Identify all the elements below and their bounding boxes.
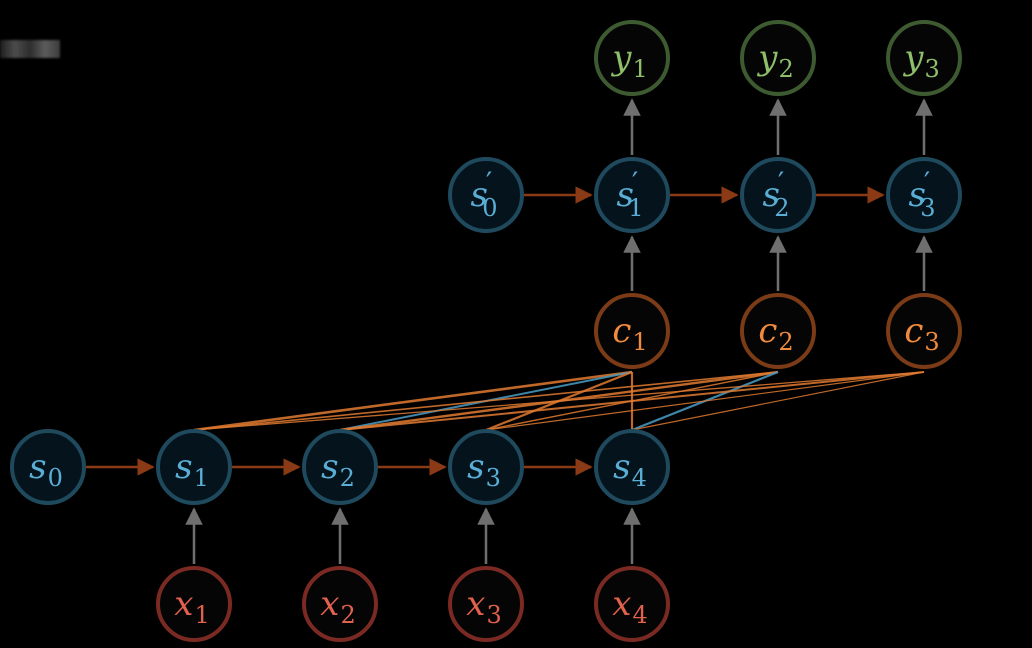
output-node: y1 [594, 20, 670, 96]
decoder-state-node-label: s′0 [470, 166, 497, 222]
arrow-layer [86, 98, 933, 564]
decoder-state-node: s′2 [740, 157, 816, 233]
encoder-state-node-circle [156, 429, 232, 505]
attention-line [631, 371, 925, 431]
decoder-state-node-circle [740, 157, 816, 233]
context-node-circle [594, 293, 670, 369]
encoder-state-node-circle [448, 429, 524, 505]
input-node-circle [302, 566, 378, 642]
decoder-state-node-label: s′3 [908, 166, 935, 222]
encoder-state-node: s1 [156, 429, 232, 505]
input-node-label: x1 [174, 584, 209, 629]
context-node-label: c3 [904, 311, 939, 356]
encoder-state-node-circle [10, 429, 86, 505]
decoder-state-node-circle [448, 157, 524, 233]
context-node: c2 [740, 293, 816, 369]
attention-line [193, 371, 779, 431]
input-node-circle [448, 566, 524, 642]
attention-line [193, 370, 633, 432]
context-node-circle [886, 293, 962, 369]
decoder-state-node: s′1 [594, 157, 670, 233]
encoder-state-node-label: s1 [175, 447, 209, 492]
context-node: c1 [594, 293, 670, 369]
decoder-state-node: s′0 [448, 157, 524, 233]
context-node: c3 [886, 293, 962, 369]
decoder-state-node-label: s′1 [616, 166, 643, 222]
input-node: x1 [156, 566, 232, 642]
output-node-label: y2 [756, 38, 794, 83]
encoder-state-node-label: s4 [613, 447, 647, 492]
encoder-state-node-label: s0 [29, 447, 63, 492]
input-node: x2 [302, 566, 378, 642]
output-node: y3 [886, 20, 962, 96]
encoder-state-node: s4 [594, 429, 670, 505]
encoder-state-node-label: s2 [321, 447, 355, 492]
attention-connections [193, 370, 925, 432]
input-node-label: x2 [320, 584, 355, 629]
context-node-label: c1 [612, 311, 647, 356]
input-node-label: x4 [612, 584, 647, 629]
input-node-circle [594, 566, 670, 642]
decoder-state-node: s′3 [886, 157, 962, 233]
input-node: x4 [594, 566, 670, 642]
decoder-state-node-circle [886, 157, 962, 233]
encoder-state-node-circle [302, 429, 378, 505]
encoder-state-node-label: s3 [467, 447, 501, 492]
encoder-state-node: s0 [10, 429, 86, 505]
encoder-state-node-circle [594, 429, 670, 505]
output-node-label: y1 [610, 38, 648, 83]
output-node-label: y3 [902, 38, 940, 83]
decoder-state-node-circle [594, 157, 670, 233]
encoder-state-node: s2 [302, 429, 378, 505]
context-node-circle [740, 293, 816, 369]
context-node-label: c2 [758, 311, 793, 356]
node-layer: x1 x2 x3 x4 s0 s1 s2 s3 s4 c1 c2 c3 s′0 s′1 s′2 s′3 y1 y2… [10, 20, 962, 642]
attention-line [193, 371, 925, 431]
encoder-state-node: s3 [448, 429, 524, 505]
attention-line [339, 371, 925, 431]
blurred-watermark [0, 40, 60, 58]
output-node: y2 [740, 20, 816, 96]
output-node-circle [740, 20, 816, 96]
output-node-circle [594, 20, 670, 96]
input-node-circle [156, 566, 232, 642]
decoder-state-node-label: s′2 [762, 166, 789, 222]
input-node-label: x3 [466, 584, 501, 629]
output-node-circle [886, 20, 962, 96]
input-node: x3 [448, 566, 524, 642]
attention-line [485, 371, 925, 431]
